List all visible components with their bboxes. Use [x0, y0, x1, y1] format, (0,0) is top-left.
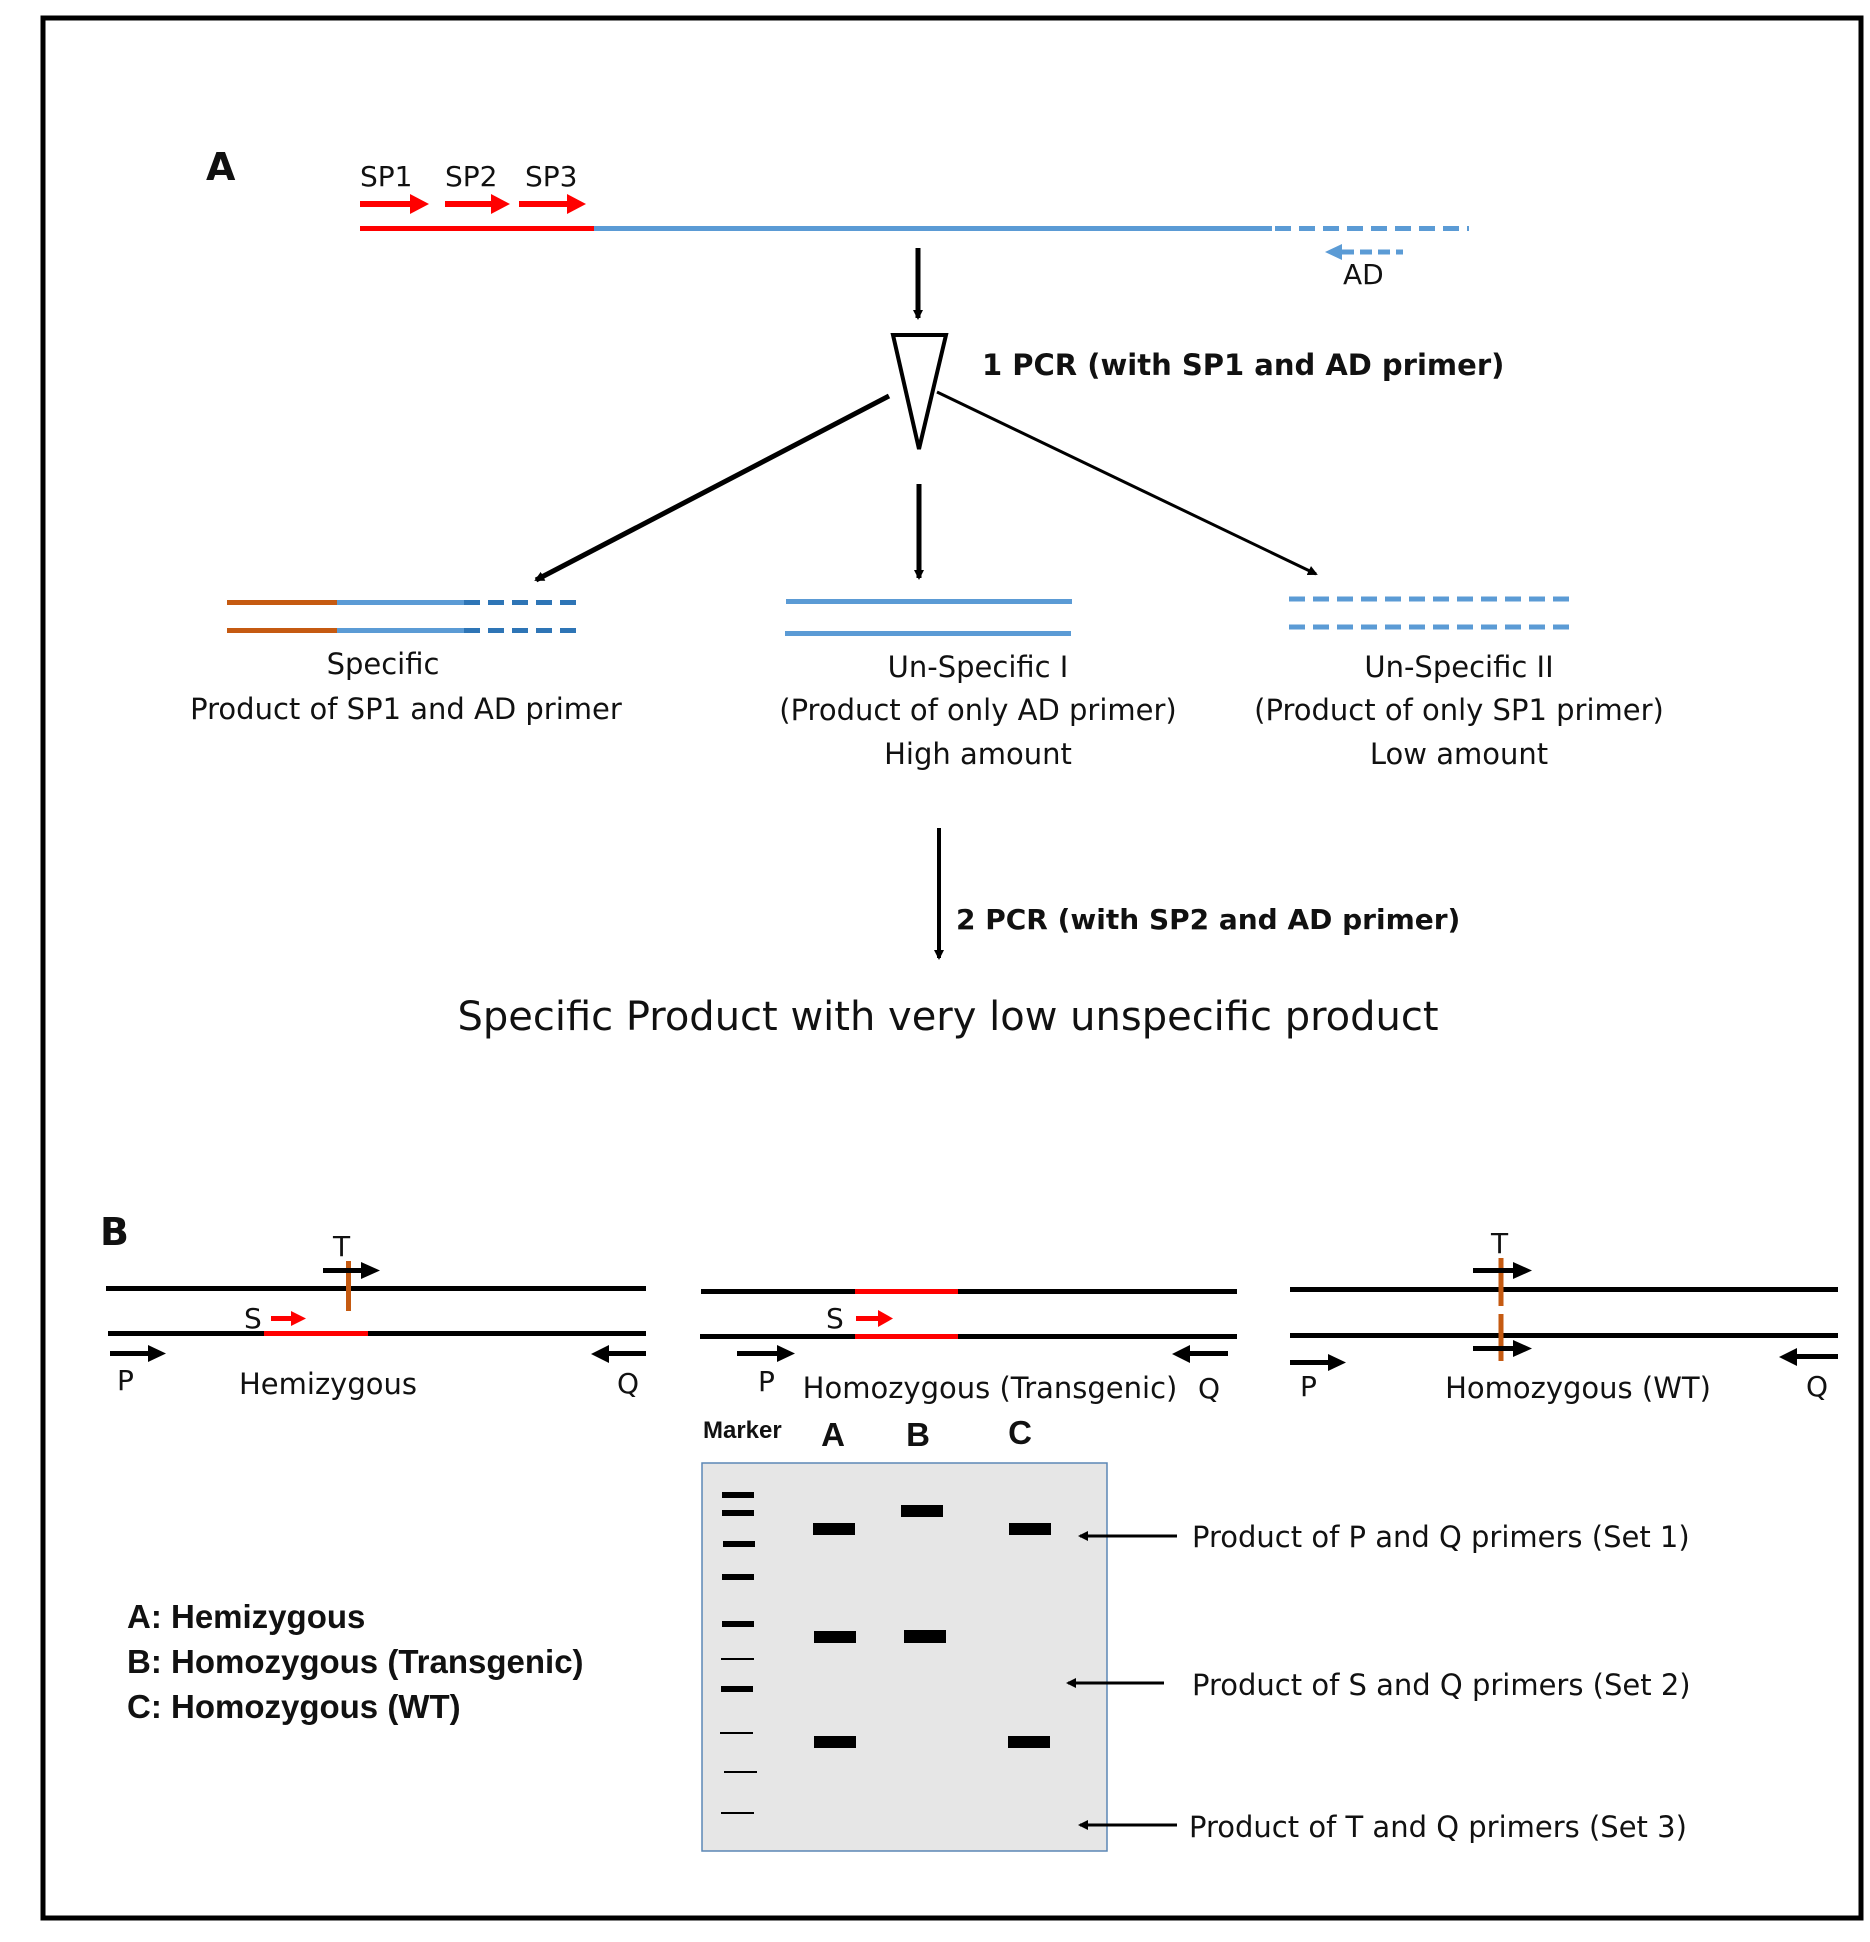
p-label: P [758, 1365, 775, 1398]
branch-arrow-right-icon [936, 390, 1318, 576]
marker-band [721, 1686, 753, 1692]
p-primer-arrow-icon [1290, 1354, 1346, 1371]
gel-band [904, 1630, 946, 1643]
specific-title: Specific [327, 647, 440, 681]
panel-b: B T S P [100, 1210, 1838, 1852]
lane-b [901, 1505, 946, 1643]
unspecific-2-strands [1289, 596, 1574, 630]
marker-band [722, 1574, 754, 1580]
ad-primer-arrow-icon [1325, 244, 1403, 260]
specific-desc: Product of SP1 and AD primer [190, 692, 622, 726]
p-label: P [1300, 1370, 1317, 1403]
marker-band [722, 1510, 754, 1516]
lane-c [1008, 1523, 1051, 1748]
t-primer-arrow-icon [323, 1262, 380, 1279]
q-primer-arrow-icon [1779, 1348, 1838, 1366]
t-primer-arrow-lower-icon [1473, 1340, 1532, 1357]
figure-frame [40, 15, 1864, 1921]
unspecific-1-desc: (Product of only AD primer) [779, 693, 1176, 727]
marker-band [723, 1541, 755, 1547]
panel-a-label: A [206, 145, 236, 189]
lane-label-c: C [1008, 1414, 1032, 1451]
sp3-arrow-icon [519, 194, 586, 214]
gel-band [813, 1523, 855, 1535]
p-label: P [117, 1364, 134, 1397]
gel-box [701, 1462, 1108, 1852]
panel-b-label: B [100, 1210, 129, 1254]
gel-band [901, 1505, 943, 1517]
lane-label-b: B [906, 1416, 930, 1453]
branch-arrow-left-icon [534, 393, 891, 583]
t-label: T [1490, 1227, 1509, 1260]
insert-region [264, 1331, 368, 1336]
panel-a: A SP1 SP2 SP3 [190, 145, 1664, 1040]
q-label: Q [1198, 1372, 1220, 1405]
q-label: Q [617, 1367, 639, 1400]
unspecific-2-title: Un-Specific II [1364, 650, 1553, 684]
primer-label-sp3: SP3 [525, 160, 577, 193]
genotype-name: Homozygous (Transgenic) [803, 1371, 1178, 1405]
gel-annotations: Product of P and Q primers (Set 1) Produ… [1066, 1520, 1691, 1844]
legend-item-a: A: Hemizygous [127, 1598, 365, 1635]
step2-label: 2 PCR (with SP2 and AD primer) [956, 903, 1460, 936]
known-region [594, 226, 1272, 231]
gel-band [1009, 1523, 1051, 1535]
p-primer-arrow-icon [110, 1345, 166, 1362]
t-label: T [332, 1230, 351, 1263]
s-primer-arrow-icon [856, 1310, 893, 1327]
ad-label: AD [1343, 258, 1384, 291]
p-primer-arrow-icon [737, 1345, 795, 1362]
pcr-triangle-icon [890, 333, 949, 450]
marker-band [722, 1621, 754, 1627]
s-primer-arrow-icon [271, 1311, 306, 1326]
marker-band [722, 1492, 754, 1498]
genotype-homozygous-wt: T P Q Homozygous (WT) [1290, 1227, 1838, 1405]
legend: A: Hemizygous B: Homozygous (Transgenic)… [127, 1598, 584, 1725]
unspecific-2-amount: Low amount [1370, 737, 1548, 771]
gel: Marker A B C [701, 1414, 1108, 1852]
q-primer-arrow-icon [591, 1345, 646, 1363]
lane-a [813, 1523, 856, 1748]
unspecific-1-title: Un-Specific I [888, 650, 1069, 684]
gel-band [814, 1631, 856, 1643]
genotype-name: Hemizygous [239, 1367, 417, 1401]
legend-item-c: C: Homozygous (WT) [127, 1688, 461, 1725]
sp1-arrow-icon [360, 194, 429, 214]
q-primer-arrow-icon [1172, 1345, 1228, 1363]
gel-band [1008, 1736, 1050, 1748]
s-label: S [244, 1302, 262, 1335]
marker-band [721, 1812, 754, 1814]
result-text: Specific Product with very low unspecifi… [457, 994, 1438, 1040]
marker-band [721, 1658, 754, 1660]
genotype-name: Homozygous (WT) [1445, 1371, 1711, 1405]
specific-product-strands [227, 600, 579, 633]
marker-lane [720, 1492, 757, 1814]
marker-label: Marker [703, 1417, 782, 1444]
marker-band [720, 1732, 753, 1734]
sp2-arrow-icon [445, 194, 510, 214]
genotype-homozygous-transgenic: S P Q Homozygous (Transgenic) [700, 1289, 1237, 1405]
unspecific-1-amount: High amount [884, 737, 1072, 771]
unspecific-2-desc: (Product of only SP1 primer) [1254, 693, 1664, 727]
annotation-set3: Product of T and Q primers (Set 3) [1189, 1810, 1687, 1844]
sp-primer-arrows [360, 194, 586, 214]
gel-band [814, 1736, 856, 1748]
legend-item-b: B: Homozygous (Transgenic) [127, 1643, 584, 1680]
genotype-hemizygous: T S P Q Hemizygous [106, 1230, 646, 1401]
s-label: S [826, 1302, 844, 1335]
template-dna [360, 226, 1469, 231]
insertion-site-marker [346, 1261, 351, 1311]
annotation-set2: Product of S and Q primers (Set 2) [1192, 1668, 1691, 1702]
q-label: Q [1806, 1370, 1828, 1403]
primer-label-sp1: SP1 [360, 160, 412, 193]
t-primer-arrow-icon [1473, 1262, 1532, 1279]
step1-label: 1 PCR (with SP1 and AD primer) [982, 348, 1504, 382]
primer-label-sp2: SP2 [445, 160, 497, 193]
lane-label-a: A [821, 1416, 845, 1453]
annotation-set1: Product of P and Q primers (Set 1) [1192, 1520, 1690, 1554]
marker-band [724, 1771, 757, 1773]
unspecific-1-strands [785, 599, 1072, 636]
sp-region [360, 226, 594, 231]
